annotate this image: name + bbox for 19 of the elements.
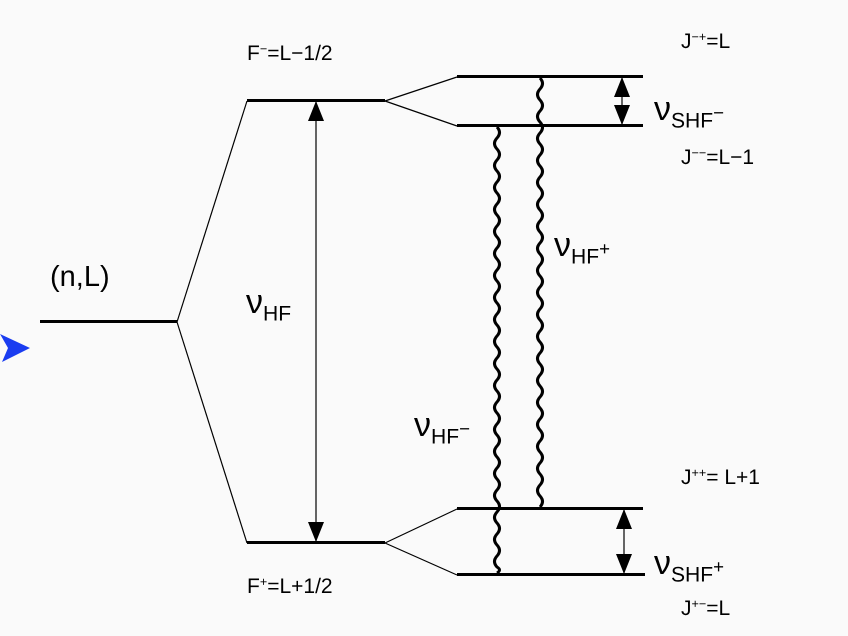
level-label: J$^{−−}$=L−1 (681, 146, 754, 170)
level-label: (n,L) (50, 262, 110, 294)
connector-line (384, 100, 458, 127)
connector-line (176, 100, 248, 322)
level-label: J$^{−+}$=L (681, 30, 730, 54)
double-arrow (614, 77, 630, 125)
level-label: J$^{+−}$=L (681, 597, 730, 620)
level-label: F$^{+}$=L+1/2 (247, 575, 333, 598)
double-arrow (616, 509, 632, 574)
level-label: J$^{++}$= L+1 (681, 466, 760, 490)
edge-label: ν$_{HF}$ (246, 285, 292, 319)
wavy-transition-line (536, 77, 544, 508)
double-arrow (308, 101, 324, 542)
connector-line (176, 322, 248, 544)
connector-line (384, 76, 458, 102)
level-label: F$^{−}$=L−1/2 (247, 42, 333, 66)
connector-line (384, 542, 458, 576)
wavy-transition-line (493, 126, 501, 574)
connector-line (384, 508, 458, 544)
